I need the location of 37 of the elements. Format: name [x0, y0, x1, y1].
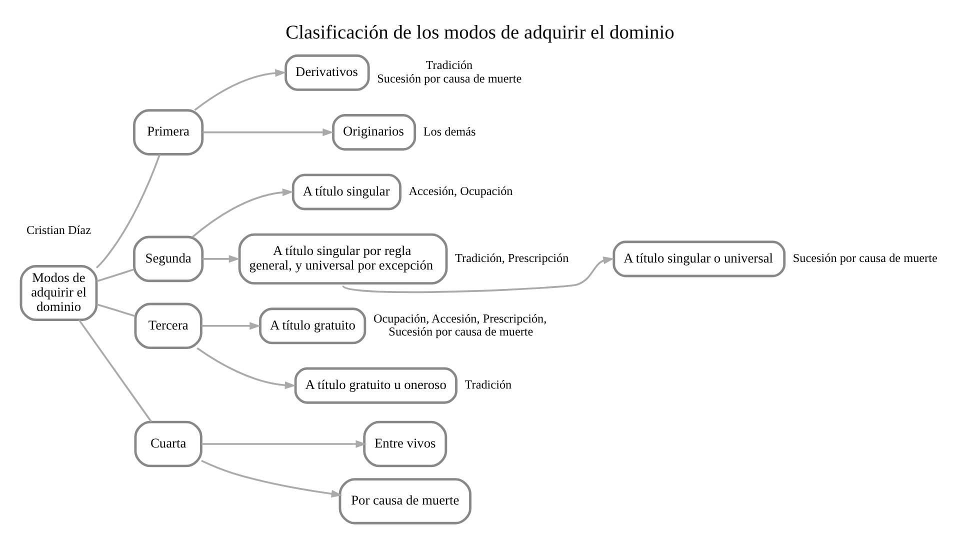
connector [78, 318, 152, 422]
node-label: Tradición [464, 377, 512, 392]
node-box: Primera [133, 108, 204, 155]
arrow [202, 128, 334, 136]
node-box: Derivativos [284, 54, 370, 90]
node-label: Sucesión por causa de muerte [792, 250, 938, 264]
arrow [202, 254, 240, 262]
node-box: Modos de adquirir el dominio [20, 264, 98, 321]
node-box: Entre vivos [363, 420, 448, 467]
node-box: A título gratuito u oneroso [294, 366, 458, 404]
node-box: Por causa de muerte [338, 478, 472, 524]
arrow [196, 346, 296, 389]
arrow [192, 188, 294, 238]
node-label: Tradición, Prescripción [455, 250, 569, 264]
node-box: A título singular por regla general, y universal por excepción [238, 232, 448, 284]
connector [96, 268, 134, 282]
node-box: A título singular [292, 173, 402, 210]
node-box: Tercera [134, 302, 202, 349]
node-box: A título gratuito [259, 307, 366, 344]
arrow [342, 256, 614, 293]
node-label: Ocupación, Accesión, Prescripción, Sucesión por causa de muerte [373, 310, 547, 338]
label: Cristian Díaz [26, 222, 91, 236]
arrow [194, 68, 286, 110]
arrow [202, 440, 367, 448]
node-box: A título singular o universal [612, 240, 786, 277]
arrow [201, 459, 342, 498]
node-label: Los demás [423, 124, 476, 138]
diagram-title: Clasificación de los modos de adquirir el dominio [286, 22, 674, 43]
node-box: Cuarta [134, 420, 202, 467]
node-label: Sucesión por causa de muerte [377, 70, 522, 85]
arrow [201, 322, 261, 330]
node-box: Segunda [133, 235, 204, 282]
connector [96, 302, 136, 316]
connector [96, 154, 161, 268]
node-box: Originarios [332, 114, 416, 150]
node-label: Accesión, Ocupación [408, 184, 513, 198]
node-label: Tradición [426, 58, 473, 72]
